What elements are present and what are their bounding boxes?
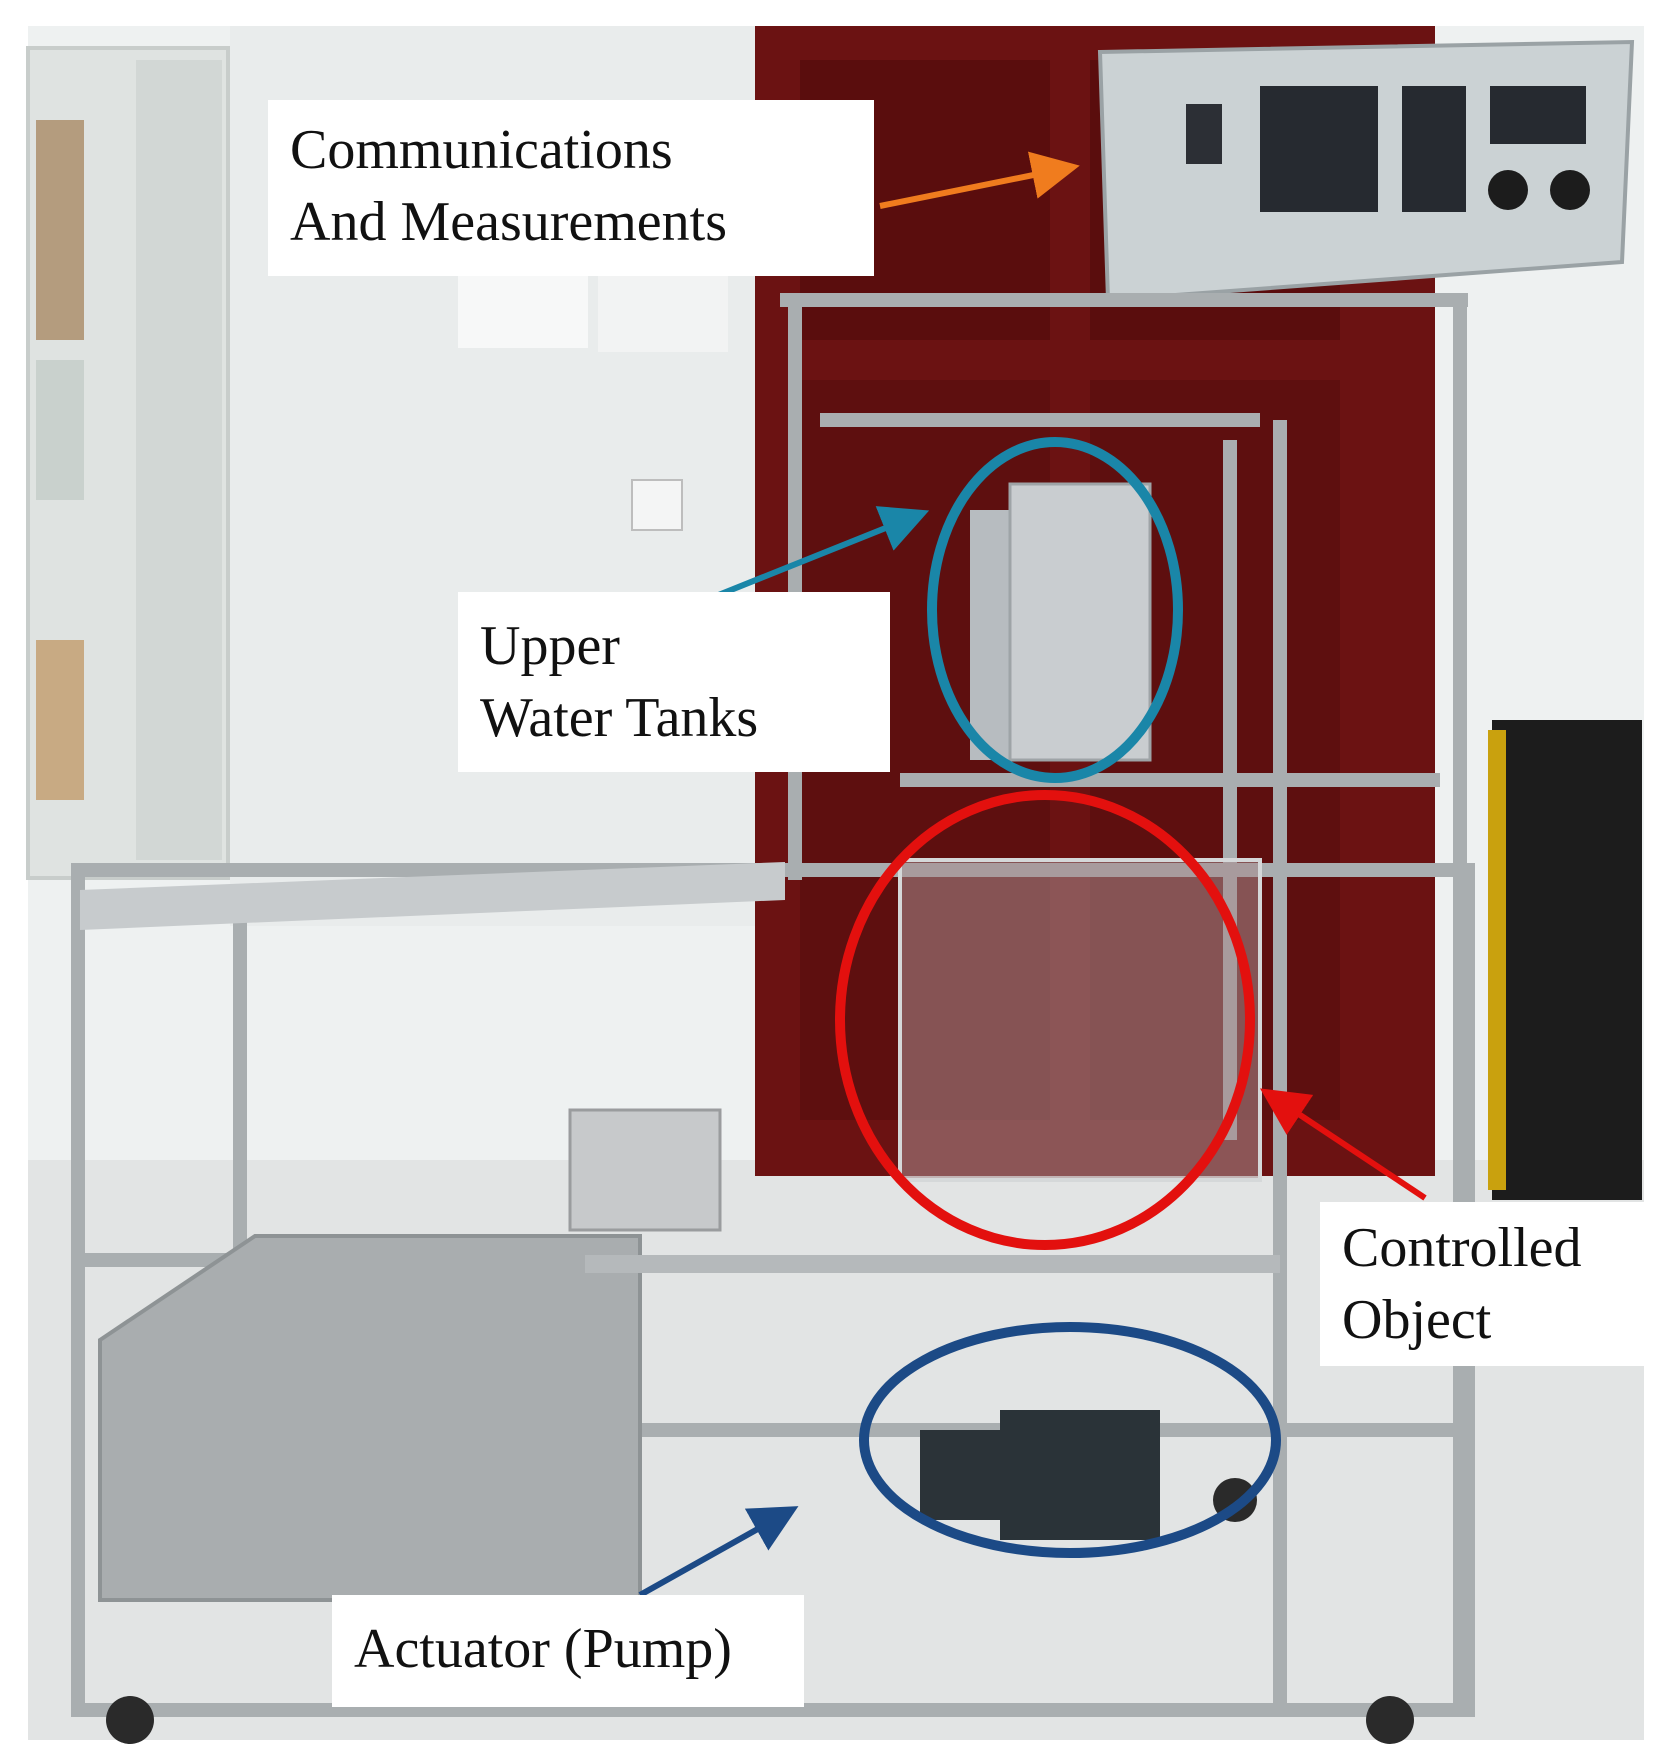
caster-2 bbox=[1366, 1696, 1414, 1744]
acrylic-tank bbox=[898, 858, 1262, 1182]
actuator-label: Actuator (Pump) bbox=[332, 1595, 804, 1707]
cabinet-box-lower bbox=[36, 640, 84, 800]
control-box-display bbox=[1186, 104, 1222, 164]
light-switch bbox=[631, 479, 683, 531]
upper-tanks-label: Upper Water Tanks bbox=[458, 592, 890, 772]
control-box-meter-3 bbox=[1490, 86, 1586, 144]
communications-arrow bbox=[879, 151, 1080, 209]
upper-tanks-label-line-1: Upper bbox=[480, 615, 620, 677]
actuator-arrow bbox=[638, 1506, 799, 1598]
cabinet-box bbox=[36, 120, 84, 340]
knob-2 bbox=[1550, 170, 1590, 210]
upper-tanks-arrow bbox=[704, 506, 930, 603]
communications-label-line-2: And Measurements bbox=[290, 191, 728, 253]
cabinet-side bbox=[136, 60, 222, 860]
controlled-object-label-line-1: Controlled bbox=[1342, 1217, 1582, 1279]
caster bbox=[106, 1696, 154, 1744]
controlled-object-highlight-ellipse bbox=[835, 790, 1255, 1250]
pump-motor bbox=[1000, 1410, 1160, 1540]
upper-tank-large bbox=[1008, 482, 1152, 762]
cart bbox=[1492, 720, 1642, 1200]
cabinet-items bbox=[36, 360, 84, 500]
top-tray bbox=[80, 862, 785, 930]
actuator-highlight-ellipse bbox=[859, 1322, 1281, 1558]
valve-actuator bbox=[568, 1108, 722, 1232]
sump-tank bbox=[98, 1234, 642, 1602]
upper-tanks-highlight-ellipse bbox=[927, 437, 1183, 783]
actuator-label-line-1: Actuator (Pump) bbox=[354, 1618, 732, 1680]
control-box-meter bbox=[1260, 86, 1378, 212]
communications-label: Communications And Measurements bbox=[268, 100, 874, 276]
controlled-object-label: Controlled Object bbox=[1320, 1202, 1645, 1366]
pump-head bbox=[920, 1430, 1010, 1520]
wall-paper bbox=[458, 268, 588, 348]
knob bbox=[1488, 170, 1528, 210]
controlled-object-arrow bbox=[1260, 1088, 1427, 1201]
cart-rail bbox=[1488, 730, 1506, 1190]
wall-paper-2 bbox=[598, 262, 728, 352]
upper-tanks-label-line-2: Water Tanks bbox=[480, 687, 759, 749]
communications-label-line-1: Communications bbox=[290, 119, 673, 181]
controlled-object-label-line-2: Object bbox=[1342, 1289, 1492, 1351]
control-box-meter-2 bbox=[1402, 86, 1466, 212]
